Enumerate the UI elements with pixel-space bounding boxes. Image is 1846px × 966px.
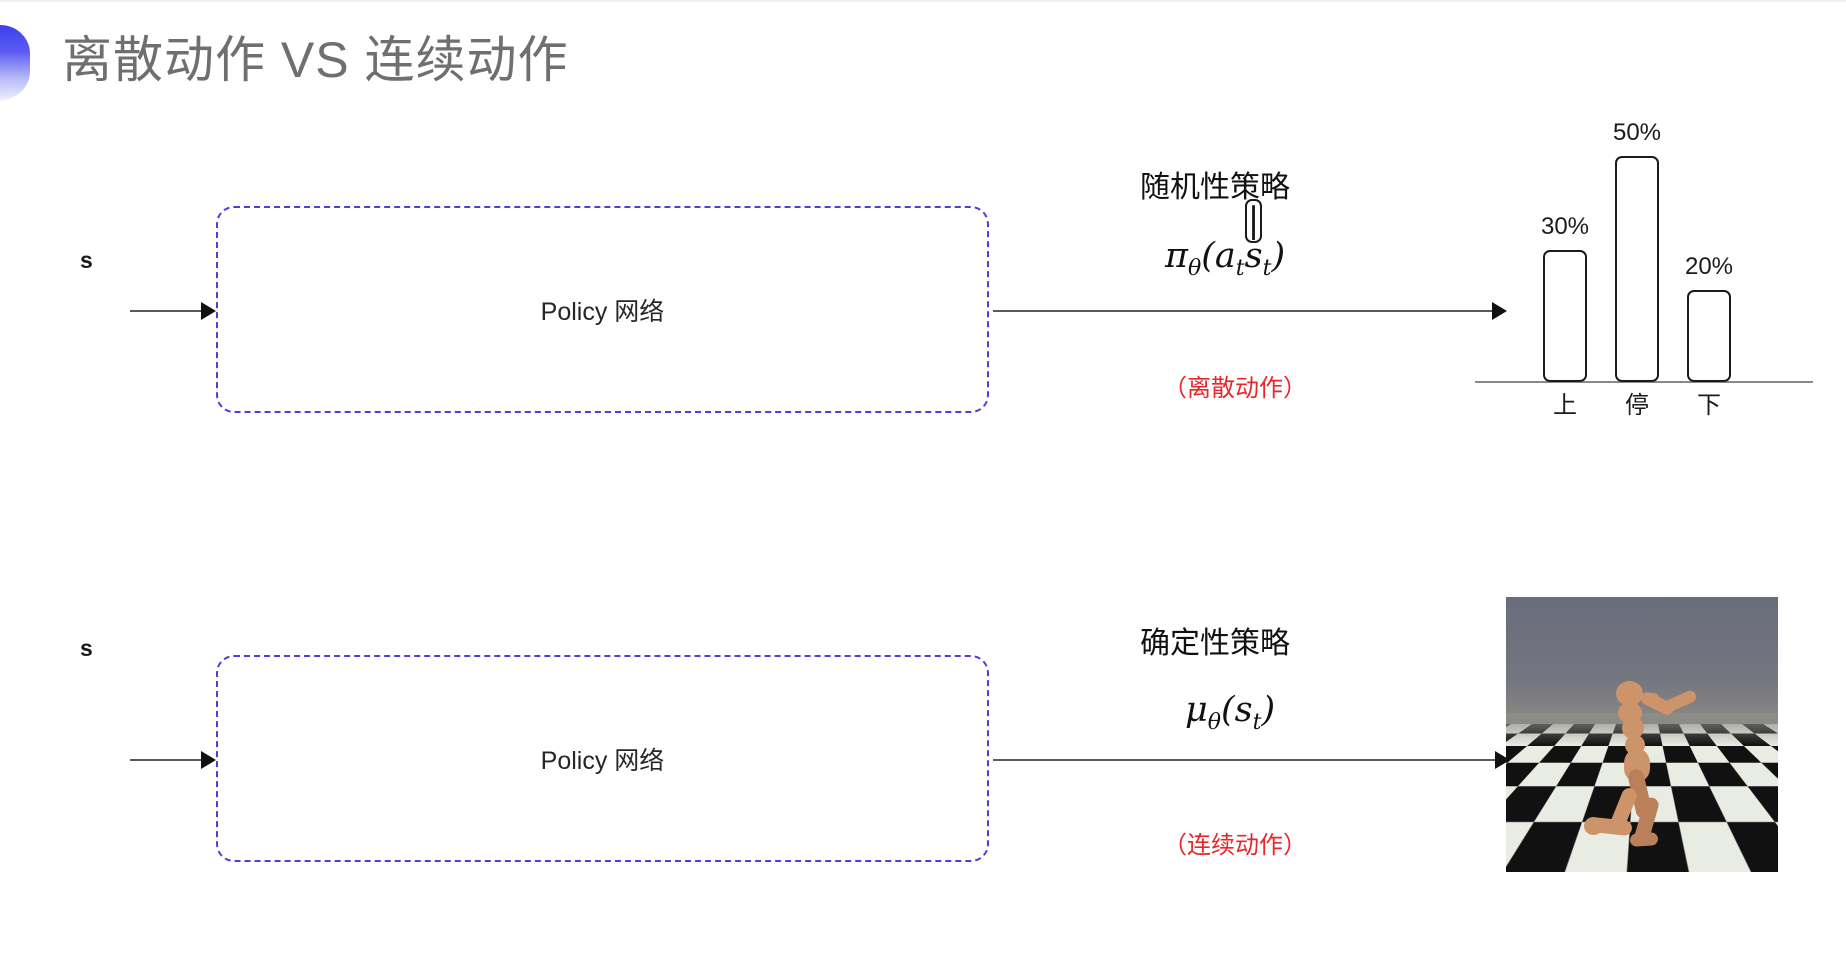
- policy-type-title-bottom: 确定性策略: [1140, 627, 1290, 660]
- formula-close: ): [1271, 236, 1286, 276]
- formula-pi: π: [1165, 236, 1189, 276]
- action-type-note-bottom: （连续动作）: [1163, 832, 1307, 859]
- formula-theta: θ: [1188, 256, 1202, 281]
- formula-s: s: [1244, 236, 1263, 276]
- bar-value-down: 20%: [1684, 253, 1734, 280]
- formula-open: (a: [1201, 236, 1236, 276]
- output-arrow-top: [993, 310, 1505, 312]
- title-bullet-decoration: [0, 25, 30, 100]
- policy-formula-top: πθ(at|st): [1165, 199, 1286, 281]
- policy-network-box-bottom[interactable]: Policy 网络: [216, 655, 989, 862]
- formula-sub-t1: t: [1235, 256, 1245, 281]
- bar-tick-up: 上: [1553, 392, 1577, 419]
- action-type-note-top: （离散动作）: [1163, 375, 1307, 402]
- humanoid-hand: [1646, 693, 1660, 707]
- input-arrow-bottom: [130, 759, 214, 761]
- humanoid-foot: [1584, 817, 1603, 835]
- chart-baseline-axis: [1475, 381, 1813, 383]
- bar-up: [1543, 250, 1587, 382]
- bar-tick-stop: 停: [1625, 392, 1649, 419]
- bar-down: [1687, 290, 1731, 382]
- formula-close-b: ): [1261, 690, 1276, 730]
- policy-network-box-top[interactable]: Policy 网络: [216, 206, 989, 413]
- state-label-bottom: s: [80, 635, 93, 661]
- formula-mu: μ: [1185, 690, 1208, 730]
- formula-sub-t1-b: t: [1252, 710, 1262, 735]
- policy-network-label-bottom: Policy 网络: [540, 746, 665, 775]
- humanoid-front-foot: [1629, 832, 1659, 847]
- formula-theta-b: θ: [1207, 710, 1221, 735]
- humanoid-head: [1616, 681, 1643, 706]
- policy-formula-bottom: μθ(st): [1185, 690, 1275, 735]
- formula-open-b: (s: [1221, 690, 1253, 730]
- bar-value-stop: 50%: [1612, 119, 1662, 146]
- bar-tick-down: 下: [1697, 392, 1721, 419]
- formula-given-bar: |: [1244, 199, 1263, 243]
- state-label-top: s: [80, 247, 93, 273]
- policy-type-title-top: 随机性策略: [1140, 171, 1290, 204]
- bar-value-up: 30%: [1540, 213, 1590, 240]
- policy-network-label-top: Policy 网络: [540, 297, 665, 326]
- humanoid-torso: [1622, 717, 1644, 739]
- sim-sky: [1506, 597, 1778, 729]
- input-arrow-top: [130, 310, 214, 312]
- humanoid-simulation-image: [1506, 597, 1778, 872]
- slide-top-edge: [0, 0, 1846, 2]
- action-probability-bar-chart: 30% 上 50% 停 20% 下: [1470, 100, 1815, 420]
- page-title: 离散动作 VS 连续动作: [62, 32, 569, 88]
- formula-sub-t2: t: [1262, 256, 1272, 281]
- output-arrow-bottom: [993, 759, 1508, 761]
- bar-stop: [1615, 156, 1659, 382]
